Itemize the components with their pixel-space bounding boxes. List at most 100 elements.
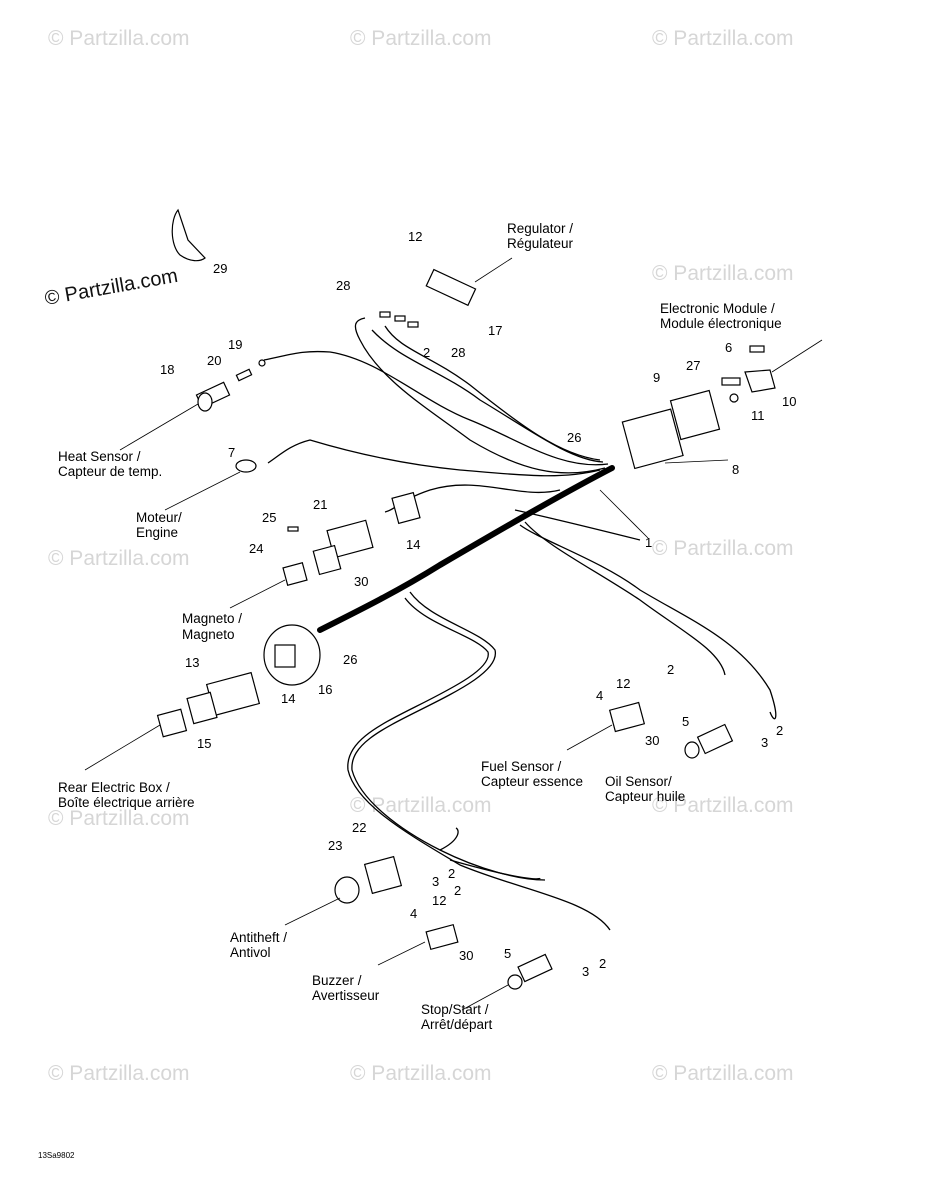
part-callouts: 29 12 28 17 2 28 6 27 9 10 11 26 8 19 20… bbox=[160, 229, 796, 979]
fuel-sensor-label-line1: Fuel Sensor / bbox=[481, 759, 562, 774]
leader-lines bbox=[84, 257, 823, 1011]
ring-terminal bbox=[235, 459, 257, 473]
seal bbox=[729, 393, 739, 403]
callout: 7 bbox=[228, 445, 235, 460]
watermark: © Partzilla.com bbox=[652, 537, 794, 560]
terminal bbox=[394, 315, 406, 322]
callout: 28 bbox=[451, 345, 465, 360]
antitheft-label-line2: Antivol bbox=[230, 945, 271, 960]
heat-sensor-seal bbox=[197, 392, 213, 412]
callout: 2 bbox=[454, 883, 461, 898]
callout: 26 bbox=[567, 430, 581, 445]
callout: 15 bbox=[197, 736, 211, 751]
callout: 30 bbox=[459, 948, 473, 963]
rear-plug bbox=[156, 708, 188, 738]
terminal-clip bbox=[744, 369, 776, 393]
magneto-label-line2: Magneto bbox=[182, 627, 235, 642]
callout: 2 bbox=[599, 956, 606, 971]
callout: 3 bbox=[432, 874, 439, 889]
watermark: © Partzilla.com bbox=[48, 27, 190, 50]
callout: 3 bbox=[582, 964, 589, 979]
diagram-code: 13Sa9802 bbox=[38, 1151, 75, 1160]
callout: 2 bbox=[448, 866, 455, 881]
regulator-connector bbox=[425, 268, 477, 307]
heat-sensor-label-line1: Heat Sensor / bbox=[58, 449, 141, 464]
main-watermark: © Partzilla.com bbox=[43, 265, 180, 310]
magneto-label-line1: Magneto / bbox=[182, 611, 242, 626]
terminal bbox=[235, 368, 253, 382]
callout: 13 bbox=[185, 655, 199, 670]
fuel-sensor-connector bbox=[608, 701, 646, 733]
oil-sensor-label-line2: Capteur huile bbox=[605, 789, 685, 804]
engine-connector bbox=[326, 519, 374, 559]
watermark: © Partzilla.com bbox=[350, 27, 492, 50]
stop-start-connector bbox=[517, 953, 553, 983]
callout: 30 bbox=[645, 733, 659, 748]
callout: 30 bbox=[354, 574, 368, 589]
callout: 4 bbox=[596, 688, 603, 703]
electronic-module-label-line1: Electronic Module / bbox=[660, 301, 775, 316]
callout: 12 bbox=[616, 676, 630, 691]
callout: 3 bbox=[761, 735, 768, 750]
callout: 18 bbox=[160, 362, 174, 377]
engine-label-line1: Moteur/ bbox=[136, 510, 182, 525]
callout: 21 bbox=[313, 497, 327, 512]
module-connector bbox=[621, 408, 684, 470]
magneto-connector bbox=[274, 644, 296, 668]
callout: 12 bbox=[408, 229, 422, 244]
stop-start-seal bbox=[507, 974, 523, 990]
stop-start-label-line1: Stop/Start / bbox=[421, 1002, 489, 1017]
callout: 2 bbox=[667, 662, 674, 677]
terminal bbox=[407, 321, 419, 328]
engine-label-line2: Engine bbox=[136, 525, 178, 540]
callout: 27 bbox=[686, 358, 700, 373]
callout: 20 bbox=[207, 353, 221, 368]
parts bbox=[156, 208, 776, 990]
terminal bbox=[379, 311, 391, 318]
callout: 28 bbox=[336, 278, 350, 293]
seal bbox=[258, 359, 266, 367]
fuel-sensor-label-line2: Capteur essence bbox=[481, 774, 583, 789]
engine-connector-cap bbox=[391, 491, 421, 525]
callout: 2 bbox=[423, 345, 430, 360]
oil-sensor-connector bbox=[696, 723, 734, 755]
callout: 5 bbox=[682, 714, 689, 729]
buzzer-connector bbox=[425, 923, 459, 951]
watermark: © Partzilla.com bbox=[48, 1062, 190, 1085]
watermark: © Partzilla.com bbox=[652, 27, 794, 50]
regulator-label-line2: Régulateur bbox=[507, 236, 574, 251]
callout: 2 bbox=[776, 723, 783, 738]
heat-sensor-label-line2: Capteur de temp. bbox=[58, 464, 162, 479]
buzzer-label-line1: Buzzer / bbox=[312, 973, 362, 988]
stop-start-label-line2: Arrêt/départ bbox=[421, 1017, 493, 1032]
callout: 8 bbox=[732, 462, 739, 477]
electronic-module-label-line2: Module électronique bbox=[660, 316, 782, 331]
antitheft-connector bbox=[363, 855, 403, 895]
system-labels: Regulator / Régulateur Electronic Module… bbox=[58, 221, 782, 1032]
terminal bbox=[749, 345, 765, 353]
callout: 5 bbox=[504, 946, 511, 961]
rear-gasket bbox=[186, 691, 218, 725]
oil-sensor-label-line1: Oil Sensor/ bbox=[605, 774, 672, 789]
engine-gasket bbox=[312, 544, 342, 576]
watermark: © Partzilla.com bbox=[48, 547, 190, 570]
callout: 25 bbox=[262, 510, 276, 525]
antitheft-label-line1: Antitheft / bbox=[230, 930, 287, 945]
callout: 6 bbox=[725, 340, 732, 355]
regulator-label-line1: Regulator / bbox=[507, 221, 573, 236]
callout: 24 bbox=[249, 541, 263, 556]
watermarks: © Partzilla.com © Partzilla.com © Partzi… bbox=[43, 27, 793, 1085]
callout: 14 bbox=[281, 691, 295, 706]
callout: 29 bbox=[213, 261, 227, 276]
callout: 16 bbox=[318, 682, 332, 697]
rear-electric-box-label-line2: Boîte électrique arrière bbox=[58, 795, 195, 810]
watermark: © Partzilla.com bbox=[652, 1062, 794, 1085]
callout: 26 bbox=[343, 652, 357, 667]
watermark: © Partzilla.com bbox=[350, 1062, 492, 1085]
terminal bbox=[721, 377, 741, 386]
callout: 9 bbox=[653, 370, 660, 385]
rear-electric-box-label-line1: Rear Electric Box / bbox=[58, 780, 170, 795]
callout: 10 bbox=[782, 394, 796, 409]
buzzer-label-line2: Avertisseur bbox=[312, 988, 380, 1003]
